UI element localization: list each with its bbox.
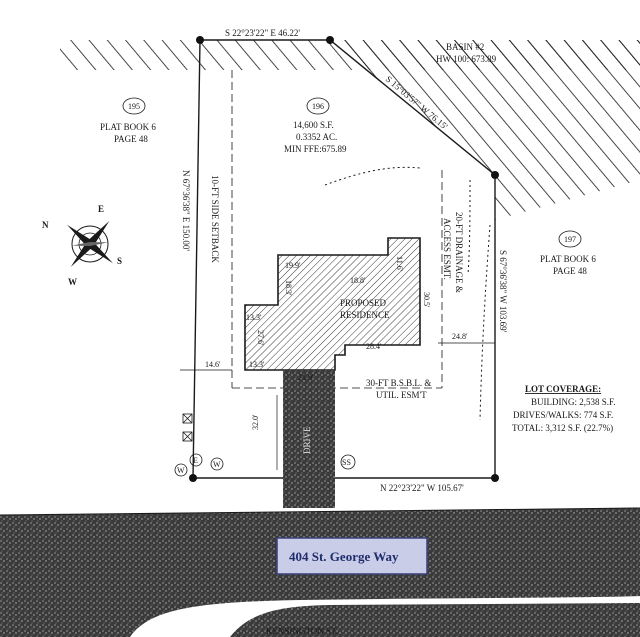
lot-196-line3: MIN FFE:675.89 [284,144,347,154]
compass-w: W [68,277,77,287]
dim-13-3a: 13.3' [246,313,262,322]
dim-28-4: 28.4' [366,342,382,351]
corner-monuments [189,36,499,482]
lot-195-number: 195 [128,102,140,111]
dim-18-3: 18.3' [284,280,293,296]
lot-197-line2: PAGE 48 [553,266,587,276]
compass-rose-icon [67,221,113,267]
lot-coverage: LOT COVERAGE: BUILDING: 2,538 S.F. DRIVE… [512,384,616,433]
utility-ss: SS [342,458,351,467]
lot-coverage-total: TOTAL: 3,312 S.F. (22.7%) [512,423,613,433]
lot-197-line1: PLAT BOOK 6 [540,254,596,264]
dim-30-5: 30.5' [422,292,431,308]
lot-195-line1: PLAT BOOK 6 [100,122,156,132]
lot-196-number: 196 [312,102,324,111]
bearing-top: S 22°23'22" E 46.22' [225,28,300,38]
bearing-bottom: N 22°23'22" W 105.67' [380,483,464,493]
lot-196-line1: 14,600 S.F. [293,120,334,130]
driveway: DRIVE [283,370,335,508]
lot-coverage-building: BUILDING: 2,538 S.F. [531,397,616,407]
lot-197: 197 PLAT BOOK 6 PAGE 48 [540,230,596,276]
setback-lines [180,70,495,389]
lot-197-number: 197 [564,235,576,244]
compass-s: S [117,256,122,266]
front-setback-label-2: UTIL. ESM'T [376,390,427,400]
lot-coverage-title: LOT COVERAGE: [525,384,601,394]
address-label: 404 St. George Way [289,549,399,564]
utility-w1: W [177,466,185,475]
address-plaque: 404 St. George Way [276,537,428,575]
drainage-swales [324,166,491,421]
lot-195: 195 PLAT BOOK 6 PAGE 48 [100,97,156,144]
dim-19-9: 19.9' [285,261,301,270]
dim-27-6: 27.6' [256,330,265,346]
utility-symbols [174,413,356,477]
compass-n: E [98,204,104,214]
dim-32-0: 32.0' [251,414,260,430]
dim-13-3b: 13.3' [249,360,265,369]
basin-hw: HW 100: 673.89 [436,54,497,64]
lot-195-line2: PAGE 48 [114,134,148,144]
dim-14-6: 14.6' [205,360,221,369]
front-setback-label-1: 30-FT B.S.B.L. & [366,378,431,388]
drainage-label-2: ACCESS ESMT. [442,218,452,280]
dim-24-8: 24.8' [452,332,468,341]
basin-label: BASIN #2 [446,42,484,52]
drainage-label-1: 20-FT DRAINAGE & [454,212,464,293]
dim-18-8: 18.8' [350,276,366,285]
side-setback-label: 10-FT SIDE SETBACK [210,175,220,263]
lot-196: 196 14,600 S.F. 0.3352 AC. MIN FFE:675.8… [284,97,347,154]
residence-label-1: PROPOSED [340,298,387,308]
proposed-residence: PROPOSED RESIDENCE [244,237,421,371]
lot-196-line2: 0.3352 AC. [296,132,337,142]
bearing-left: N 67°36'38" E 150.00' [181,170,191,251]
dim-21-9: 21.9' [298,373,314,382]
lot-boundary [192,39,496,479]
dim-11-6: 11.6' [395,256,404,272]
residence-dimensions: 19.9' 18.8' 11.6' 18.3' 30.5' 13.3' 27.6… [205,256,468,470]
bearing-right: S 67°36'38" W 103.69' [498,250,508,333]
street-name: KENSINGTON ST. [266,626,338,636]
compass-e: N [42,220,49,230]
residence-label-2: RESIDENCE [340,310,390,320]
basin-hatched-area [330,40,640,220]
utility-w2: W [213,460,221,469]
utility-e: E [193,456,198,465]
driveway-label: DRIVE [302,426,312,454]
lot-coverage-drives: DRIVES/WALKS: 774 S.F. [513,410,613,420]
